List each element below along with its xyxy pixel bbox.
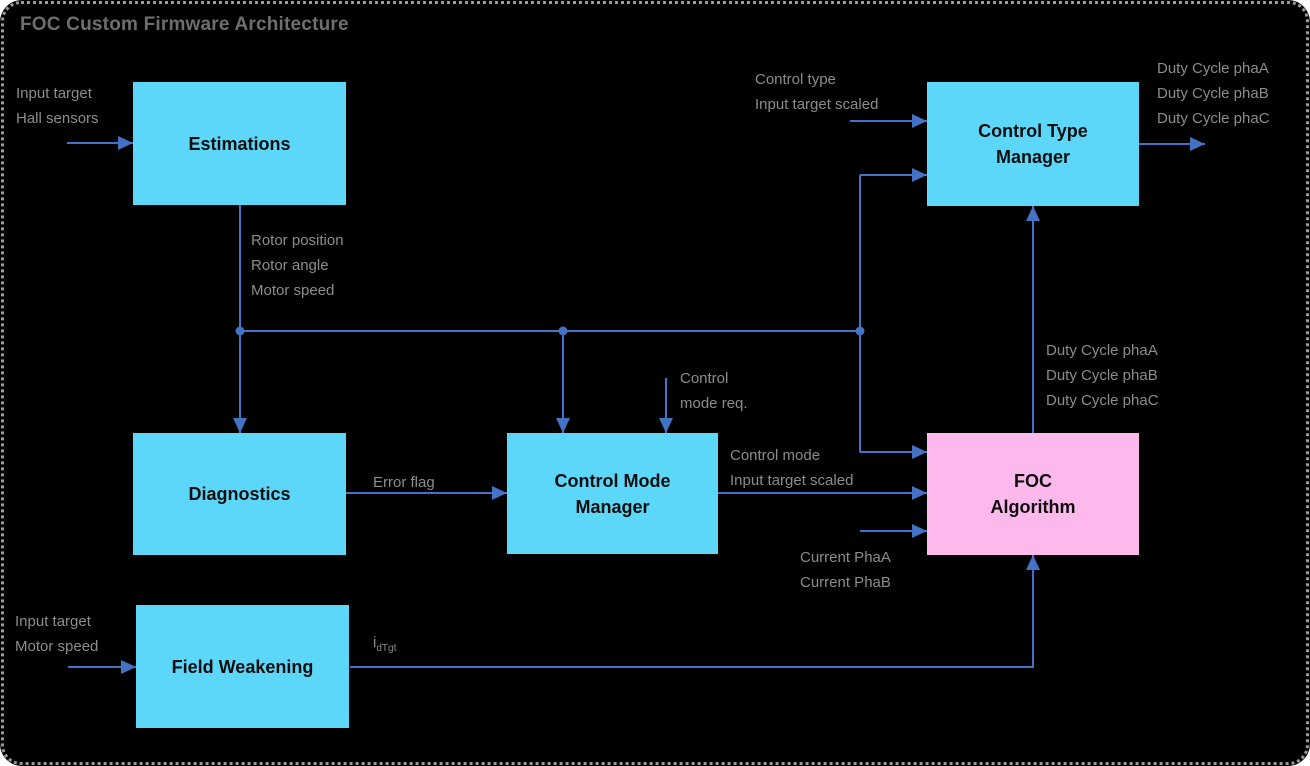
node-control-type-manager-label: Manager <box>995 147 1071 167</box>
current-input-arrow-head <box>912 524 927 538</box>
label-control-type-inputs-line: Control type <box>755 71 836 88</box>
label-control-type-outputs-line: Duty Cycle phaC <box>1157 110 1270 127</box>
control-type-output-arrow-head <box>1190 137 1205 151</box>
node-diagnostics: Diagnostics <box>133 433 346 555</box>
label-field-weakening-inputs-line: Motor speed <box>15 638 99 655</box>
label-field-weakening-inputs-line: Input target <box>15 613 91 630</box>
node-foc-algorithm: FOC Algorithm <box>927 433 1139 555</box>
node-control-mode-manager-label: Manager <box>575 496 650 517</box>
label-estimations-inputs-line: Hall sensors <box>16 110 99 127</box>
foc-to-control-type-head <box>1026 206 1040 221</box>
junction-dot-0 <box>235 326 245 336</box>
label-foc-outputs-line: Duty Cycle phaA <box>1046 342 1158 359</box>
label-estimations-inputs-line: Input target <box>16 85 92 102</box>
node-diagnostics-label: Diagnostics <box>188 484 291 504</box>
estimations-input-arrow-head <box>118 136 133 150</box>
node-field-weakening-label: Field Weakening <box>171 656 314 677</box>
control-mode-req-arrow-head <box>659 418 673 433</box>
label-error-flag: Error flag <box>373 470 435 495</box>
label-idtgt-line: idTgt <box>373 634 397 654</box>
label-current-inputs: Current PhaA Current PhaB <box>800 545 891 595</box>
label-foc-outputs-line: Duty Cycle phaB <box>1046 367 1158 384</box>
estimations-to-diagnostics-head <box>233 418 247 433</box>
junction-dot-1 <box>558 326 568 336</box>
label-control-type-inputs-line: Input target scaled <box>755 96 879 113</box>
label-foc-outputs: Duty Cycle phaA Duty Cycle phaB Duty Cycle… <box>1046 338 1159 413</box>
control-mode-output-arrow-head <box>912 486 927 500</box>
label-control-mode-req-line: mode req. <box>680 395 748 412</box>
node-control-type-manager-label: Control Type <box>978 121 1088 141</box>
label-control-type-outputs: Duty Cycle phaA Duty Cycle phaB Duty Cycle… <box>1157 56 1270 131</box>
node-foc-algorithm-label: FOC <box>1014 471 1052 491</box>
junction-dot-2 <box>855 326 865 336</box>
label-estimations-outputs-line: Motor speed <box>251 282 335 299</box>
label-control-type-outputs-line: Duty Cycle phaA <box>1157 60 1269 77</box>
label-estimations-outputs-line: Rotor position <box>251 232 344 249</box>
field-weakening-input-arrow-head <box>121 660 136 674</box>
bus-to-control-mode-manager-head <box>556 418 570 433</box>
node-foc-algorithm-label: Algorithm <box>990 497 1076 517</box>
label-control-type-outputs-line: Duty Cycle phaB <box>1157 85 1269 102</box>
node-estimations: Estimations <box>133 82 346 205</box>
bus-to-control-type-manager-head <box>912 168 927 182</box>
node-control-mode-manager-label: Control Mode <box>554 470 671 491</box>
error-flag-arrow-head <box>492 486 507 500</box>
label-control-mode-req-line: Control <box>680 370 729 387</box>
node-estimations-label: Estimations <box>188 133 291 154</box>
diagram-title: FOC Custom Firmware Architecture <box>20 14 349 35</box>
label-current-inputs-line: Current PhaA <box>800 549 891 566</box>
label-foc-outputs-line: Duty Cycle phaC <box>1046 392 1159 409</box>
label-current-inputs-line: Current PhaB <box>800 574 891 591</box>
idtgt-path <box>350 555 1034 668</box>
control-type-input-arrow-head <box>912 114 927 128</box>
label-idtgt: idTgt <box>373 630 396 661</box>
idtgt-path-head <box>1026 555 1040 570</box>
label-control-mode-outputs-line: Control mode <box>730 447 821 464</box>
label-control-mode-outputs-line: Input target scaled <box>730 472 854 489</box>
bus-to-foc-algorithm-head <box>912 445 927 459</box>
label-estimations-outputs-line: Rotor angle <box>251 257 329 274</box>
label-error-flag-line: Error flag <box>373 474 435 491</box>
node-field-weakening: Field Weakening <box>136 605 349 728</box>
label-control-mode-req: Control mode req. <box>680 366 748 416</box>
